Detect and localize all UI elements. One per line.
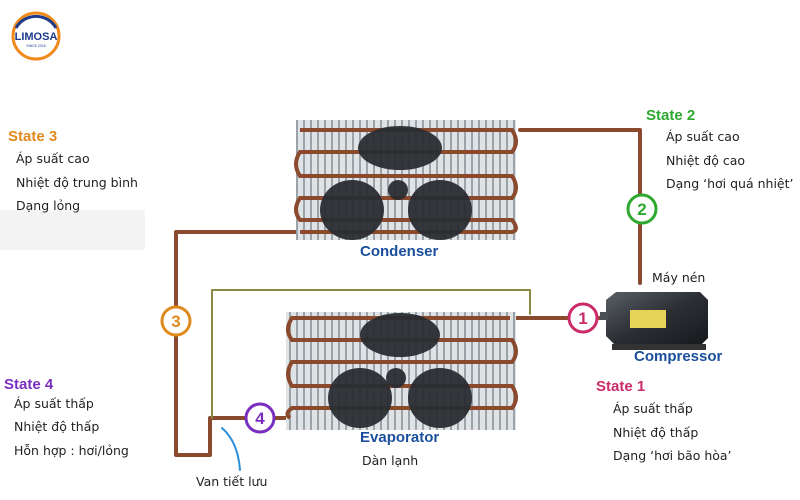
compressor-unit: [600, 292, 708, 350]
state-3-title: State 3: [8, 128, 58, 145]
logo-tagline: SINCE 2016: [26, 44, 46, 48]
compressor-vn-label: Máy nén: [652, 270, 706, 285]
state-3-line-3: Dạng lỏng: [16, 198, 81, 213]
svg-text:3: 3: [171, 312, 180, 331]
evaporator-vn-label: Dàn lạnh: [362, 453, 419, 468]
svg-text:2: 2: [637, 200, 646, 219]
state-2-line-3: Dạng ‘hơi quá nhiệt’: [666, 176, 794, 191]
svg-text:1: 1: [578, 309, 587, 328]
state-marker-3: 3: [160, 305, 192, 337]
state-3-line-2: Nhiệt độ trung bình: [16, 175, 138, 190]
compressor-label: Compressor: [634, 348, 723, 365]
state-2-line-1: Áp suất cao: [666, 129, 740, 144]
text-background-band: [0, 210, 145, 250]
state-1-line-1: Áp suất thấp: [613, 401, 693, 416]
evaporator-coil: [285, 312, 518, 430]
state-marker-4: 4: [244, 402, 276, 434]
evaporator-label: Evaporator: [360, 429, 440, 446]
state-marker-1: 1: [567, 302, 599, 334]
state-2-title: State 2: [646, 107, 696, 124]
svg-text:4: 4: [255, 409, 265, 428]
limosa-logo: LIMOSA SINCE 2016: [11, 11, 61, 61]
valve-label: Van tiết lưu: [196, 474, 268, 489]
condenser-coil: [294, 120, 518, 240]
state-3-line-1: Áp suất cao: [16, 151, 90, 166]
condenser-label: Condenser: [360, 243, 439, 260]
state-4-line-3: Hỗn hợp : hơi/lỏng: [14, 443, 129, 458]
state-4-line-1: Áp suất thấp: [14, 396, 94, 411]
state-4-line-2: Nhiệt độ thấp: [14, 419, 100, 434]
state-1-title: State 1: [596, 378, 646, 395]
state-1-line-2: Nhiệt độ thấp: [613, 425, 699, 440]
state-marker-2: 2: [626, 193, 658, 225]
state-1-line-3: Dạng ‘hơi bão hòa’: [613, 448, 732, 463]
state-4-title: State 4: [4, 376, 54, 393]
logo-text: LIMOSA: [15, 31, 58, 43]
state-2-line-2: Nhiệt độ cao: [666, 153, 746, 168]
